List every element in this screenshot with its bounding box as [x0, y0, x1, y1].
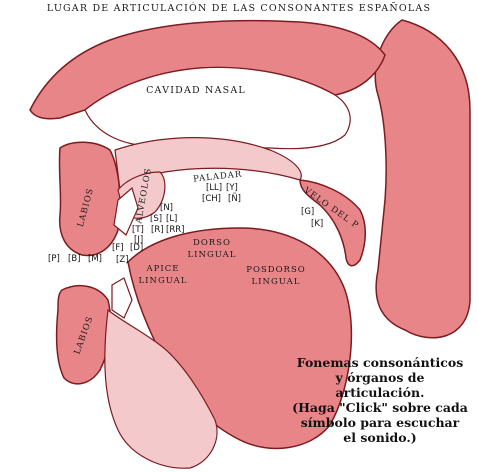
label-dorso-lingual: LINGUAL	[188, 250, 237, 260]
instructions-line-1: Fonemas consonánticos	[290, 355, 470, 370]
instructions-line-5: el sonido.)	[290, 430, 470, 445]
instructions-line-2: y órganos de articulación.	[290, 370, 470, 400]
symbol-ll[interactable]: [LL]	[206, 183, 222, 193]
label-apice-lingual: LINGUAL	[139, 276, 188, 286]
symbol-l[interactable]: [L]	[166, 214, 177, 224]
symbol-y[interactable]: [Y]	[226, 183, 238, 193]
lower-incisor	[112, 278, 132, 318]
label-cavidad-nasal: CAVIDAD NASAL	[146, 85, 246, 96]
symbol-t[interactable]: [T]	[132, 225, 144, 235]
symbol-nn[interactable]: [Ñ]	[228, 193, 241, 204]
label-posdorso-lingual: LINGUAL	[252, 277, 301, 287]
diagram-title: LUGAR DE ARTICULACIÓN DE LAS CONSONANTES…	[47, 2, 431, 14]
instructions-line-3: (Haga "Click" sobre cada	[290, 400, 470, 415]
symbol-z[interactable]: [Z]	[116, 255, 128, 265]
symbol-b[interactable]: [B]	[68, 254, 80, 264]
symbol-n[interactable]: [N]	[160, 203, 173, 213]
symbol-m[interactable]: [M]	[88, 254, 102, 264]
symbol-j[interactable]: [J]	[134, 235, 143, 245]
symbol-r[interactable]: [R]	[151, 225, 164, 235]
symbol-ch[interactable]: [CH]	[202, 194, 221, 204]
instructions-note: Fonemas consonánticos y órganos de artic…	[290, 355, 470, 445]
label-posdorso: POSDORSO	[246, 265, 306, 275]
symbol-f[interactable]: [F]	[112, 243, 124, 253]
label-apice: APICE	[146, 264, 180, 274]
symbol-g[interactable]: [G]	[301, 207, 314, 217]
instructions-line-4: símbolo para escuchar	[290, 415, 470, 430]
symbol-p[interactable]: [P]	[48, 254, 60, 264]
symbol-k[interactable]: [K]	[311, 219, 323, 229]
pharynx-wall	[375, 20, 470, 338]
symbol-rr[interactable]: [RR]	[166, 225, 184, 235]
label-dorso: DORSO	[193, 238, 231, 248]
symbol-s[interactable]: [S]	[150, 214, 162, 224]
